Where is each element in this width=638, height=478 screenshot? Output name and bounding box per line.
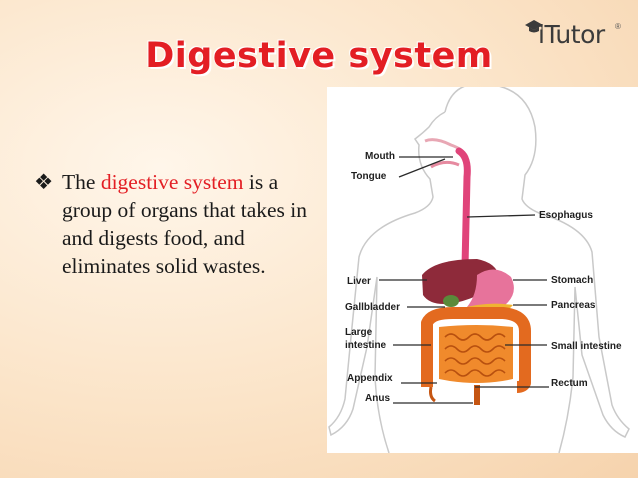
- label-appendix: Appendix: [347, 373, 393, 384]
- label-large-intestine-line1: Large: [345, 327, 373, 338]
- label-liver: Liver: [347, 276, 371, 287]
- label-gallbladder: Gallbladder: [345, 302, 400, 313]
- tongue-shape: [430, 160, 460, 169]
- body-outline: [328, 87, 630, 453]
- small-intestine-shape: [439, 325, 513, 383]
- bullet-text-pre: The: [62, 170, 101, 194]
- logo-text: iTutor: [538, 20, 605, 49]
- label-mouth: Mouth: [365, 151, 395, 162]
- large-intestine-shape: [421, 307, 531, 393]
- digestive-system-diagram: Mouth Tongue Esophagus Liver Stomach Gal…: [327, 87, 638, 453]
- bullet-text: The digestive system is a group of organ…: [62, 168, 316, 280]
- label-rectum: Rectum: [551, 378, 588, 389]
- label-pancreas: Pancreas: [551, 300, 596, 311]
- bullet-text-post: is a group of organs that takes in and d…: [62, 170, 308, 278]
- diamond-bullet-icon: ❖: [34, 170, 54, 194]
- itutor-logo: iTutor ®: [524, 14, 634, 54]
- stomach-shape: [467, 269, 514, 310]
- small-intestine-coils: [444, 333, 506, 377]
- label-stomach: Stomach: [551, 275, 593, 286]
- gallbladder-shape: [443, 295, 459, 307]
- tongue-pointer: [398, 158, 446, 178]
- label-small-intestine: Small intestine: [551, 341, 622, 352]
- registered-mark: ®: [615, 22, 621, 31]
- appendix-shape: [429, 386, 436, 403]
- label-tongue: Tongue: [351, 171, 387, 182]
- label-anus: Anus: [365, 393, 390, 404]
- bullet-point: ❖ The digestive system is a group of org…: [34, 168, 316, 280]
- esophagus-pointer: [466, 214, 536, 218]
- highlight-term: digestive system: [100, 170, 244, 194]
- label-large-intestine-line2: intestine: [345, 340, 387, 351]
- label-esophagus: Esophagus: [539, 210, 593, 221]
- slide-title: Digestive system: [145, 36, 493, 76]
- graduation-cap-icon: [525, 20, 543, 33]
